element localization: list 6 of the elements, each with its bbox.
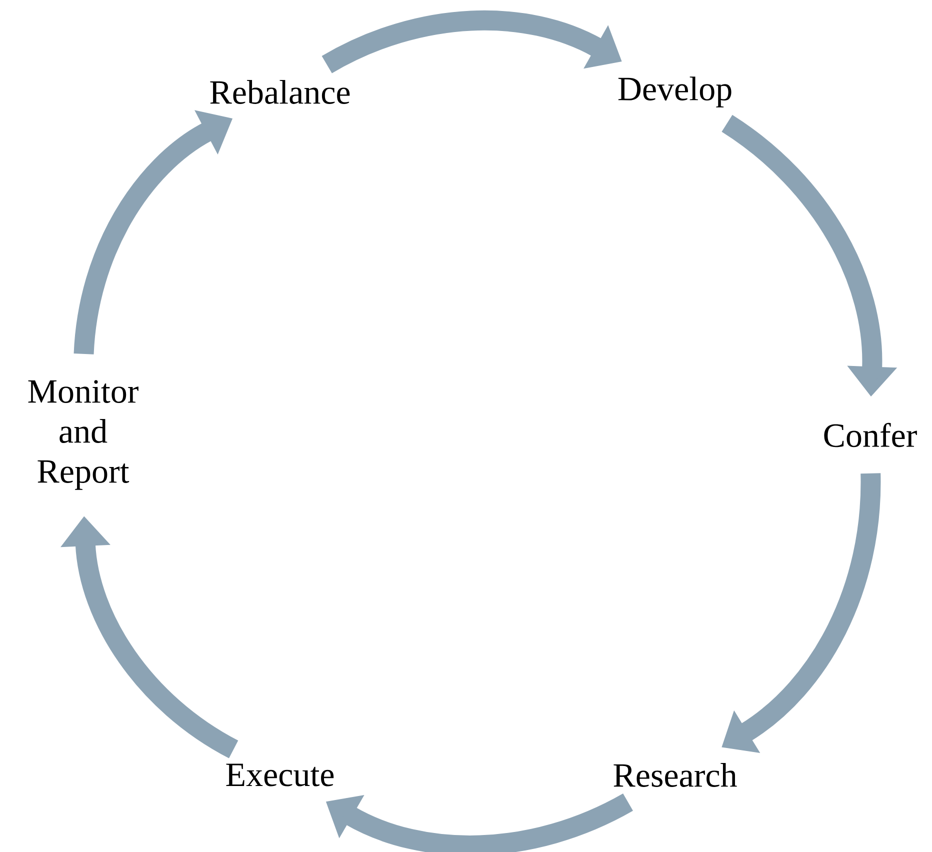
step-label: Execute (226, 764, 334, 786)
step-label: Confer (824, 422, 917, 448)
step-label: Develop (618, 76, 732, 108)
step-label: Research (614, 763, 737, 787)
step-label: Rebalance (210, 80, 350, 104)
step-label: Monitor and Report (28, 380, 138, 490)
